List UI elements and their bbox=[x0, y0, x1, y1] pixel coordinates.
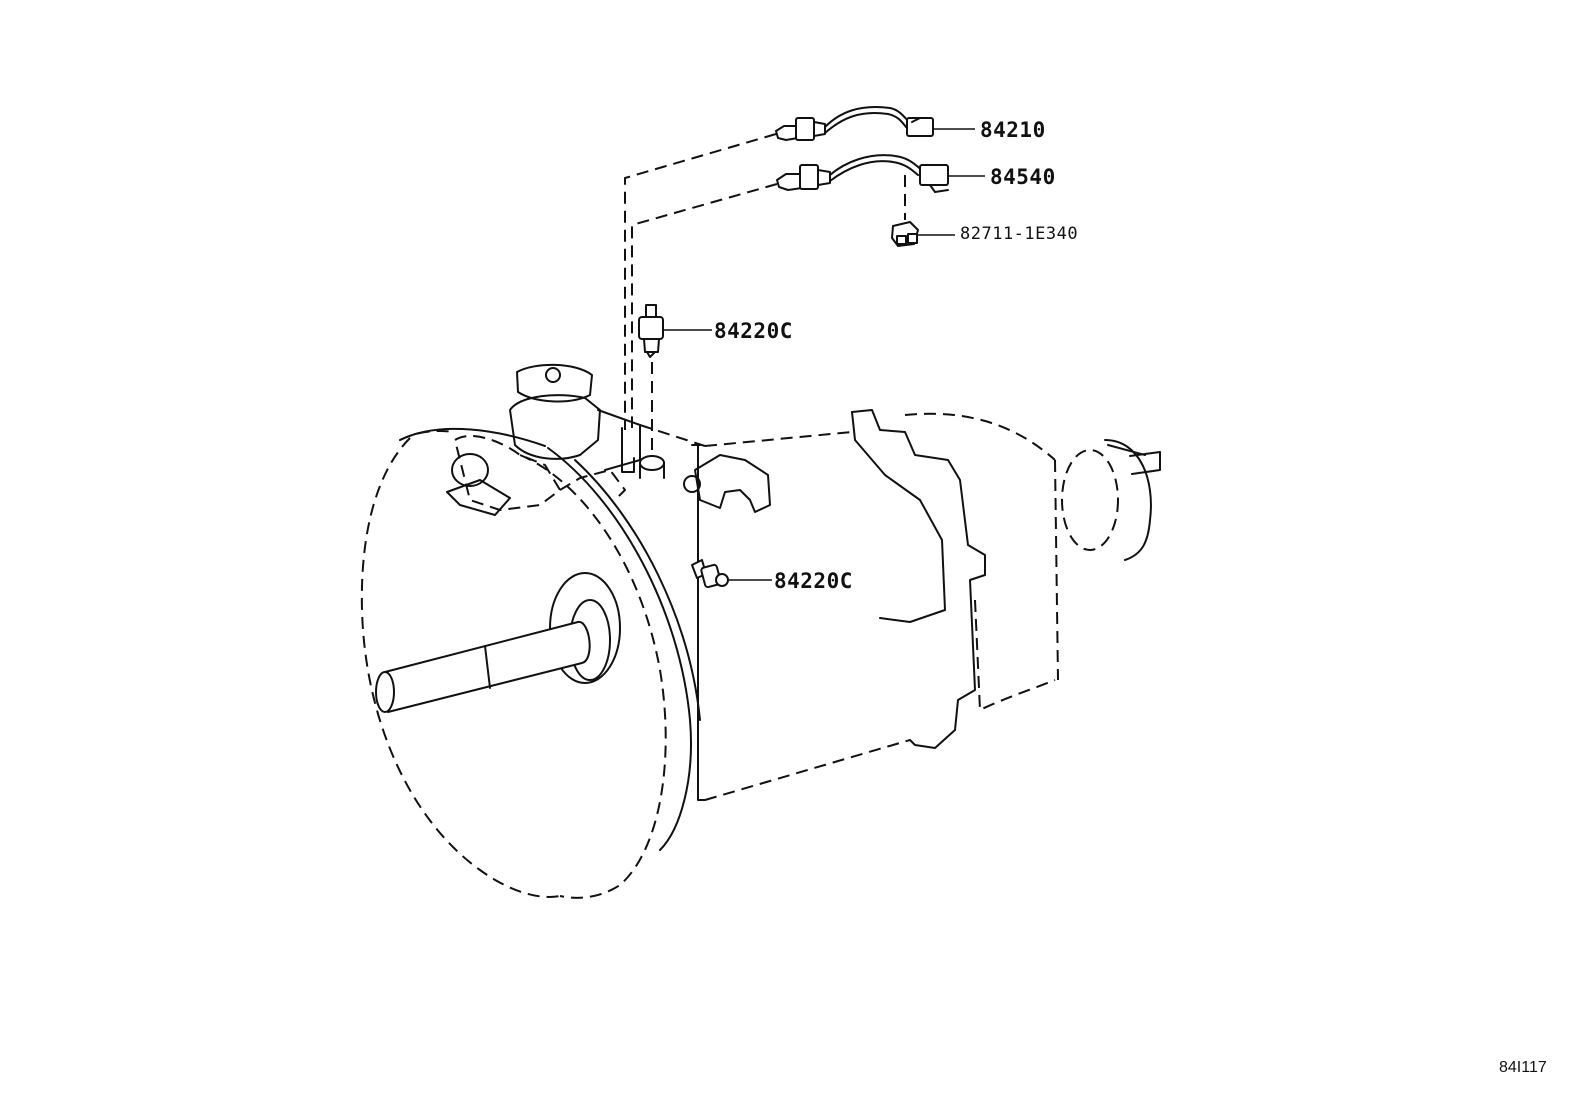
extension-housing-top bbox=[904, 412, 1056, 461]
switch-side-assembly bbox=[691, 559, 772, 589]
output-yoke bbox=[1061, 449, 1119, 551]
extension-housing-body bbox=[974, 599, 1056, 711]
switch-top-thread bbox=[643, 338, 660, 353]
bell-housing-flange bbox=[547, 447, 692, 851]
shift-tower-base bbox=[509, 394, 601, 460]
sensor-84540-body bbox=[817, 169, 831, 186]
figure-id: 84I117 bbox=[1499, 1059, 1547, 1076]
mid-flange-inner bbox=[851, 411, 946, 623]
callout-84220c-side: 84220C bbox=[774, 569, 853, 593]
sensor-84210-assembly bbox=[775, 106, 975, 141]
switch-top-assembly bbox=[638, 304, 712, 455]
output-studs bbox=[1129, 451, 1161, 475]
callout-82711-1E340: 82711-1E340 bbox=[960, 224, 1079, 244]
bearing-retainer-outer bbox=[549, 572, 621, 684]
sensor-84540-connector bbox=[919, 164, 949, 186]
transmission-assembly bbox=[360, 363, 1161, 899]
callout-84540: 84540 bbox=[990, 165, 1056, 189]
bell-top-lugs bbox=[559, 469, 626, 501]
sensor-84540-connector-latch bbox=[929, 184, 949, 193]
bell-housing-top-edge bbox=[399, 430, 456, 441]
main-case-bottom bbox=[704, 739, 911, 801]
switch-top-tip bbox=[646, 351, 656, 358]
switch-boss-top bbox=[639, 455, 665, 471]
bell-housing-rim-front bbox=[519, 454, 667, 899]
sensor-84540-thread bbox=[776, 173, 803, 191]
clamp-assembly bbox=[891, 175, 955, 247]
input-shaft-spline bbox=[484, 645, 491, 689]
sensor-84210-wire bbox=[824, 106, 911, 128]
bell-housing-inner bbox=[399, 427, 546, 447]
sensor-84540-wire bbox=[829, 154, 923, 176]
sensor-84210-hex bbox=[795, 117, 815, 141]
main-case-top-2 bbox=[639, 424, 706, 447]
sensor-84210-connector bbox=[906, 117, 934, 137]
switch-boss-top-2 bbox=[639, 462, 665, 479]
input-shaft-end bbox=[375, 671, 395, 713]
clamp-clip-2 bbox=[907, 233, 918, 244]
mid-flange bbox=[851, 409, 986, 749]
main-case-top bbox=[704, 431, 853, 447]
extension-housing-side bbox=[1054, 459, 1059, 681]
callout-84220c-top: 84220C bbox=[714, 319, 793, 343]
sensor-84210-install-line bbox=[624, 133, 777, 430]
release-fork-boss bbox=[451, 453, 489, 487]
sensor-84540-wire-2 bbox=[829, 160, 919, 182]
sensor-84540-hex bbox=[799, 164, 819, 190]
release-fork-bracket bbox=[446, 479, 511, 516]
sensor-84210-connector-tab bbox=[911, 117, 921, 123]
sensor-84540-assembly bbox=[776, 154, 985, 193]
output-flange bbox=[1104, 439, 1152, 561]
sensor-84210-wire-2 bbox=[824, 112, 907, 134]
inspection-cover bbox=[694, 454, 771, 513]
bell-housing-flange-2 bbox=[574, 459, 701, 721]
breather-plug bbox=[683, 475, 701, 493]
sensor-84210-thread bbox=[775, 125, 799, 141]
clamp-clip bbox=[896, 235, 907, 245]
bell-housing-outer bbox=[360, 437, 561, 898]
switch-top-hex bbox=[638, 316, 664, 340]
switch-side-terminal bbox=[715, 573, 729, 587]
sensor-84540-install-line bbox=[631, 183, 778, 428]
output-flange-2 bbox=[1107, 444, 1146, 456]
sensor-84210-body bbox=[813, 121, 826, 137]
release-fork-housing bbox=[454, 435, 561, 511]
shift-tower-cap bbox=[516, 363, 593, 403]
callout-84210: 84210 bbox=[980, 118, 1046, 142]
shift-lever-pivot bbox=[545, 367, 561, 383]
sensor-bore-marker bbox=[621, 427, 635, 473]
